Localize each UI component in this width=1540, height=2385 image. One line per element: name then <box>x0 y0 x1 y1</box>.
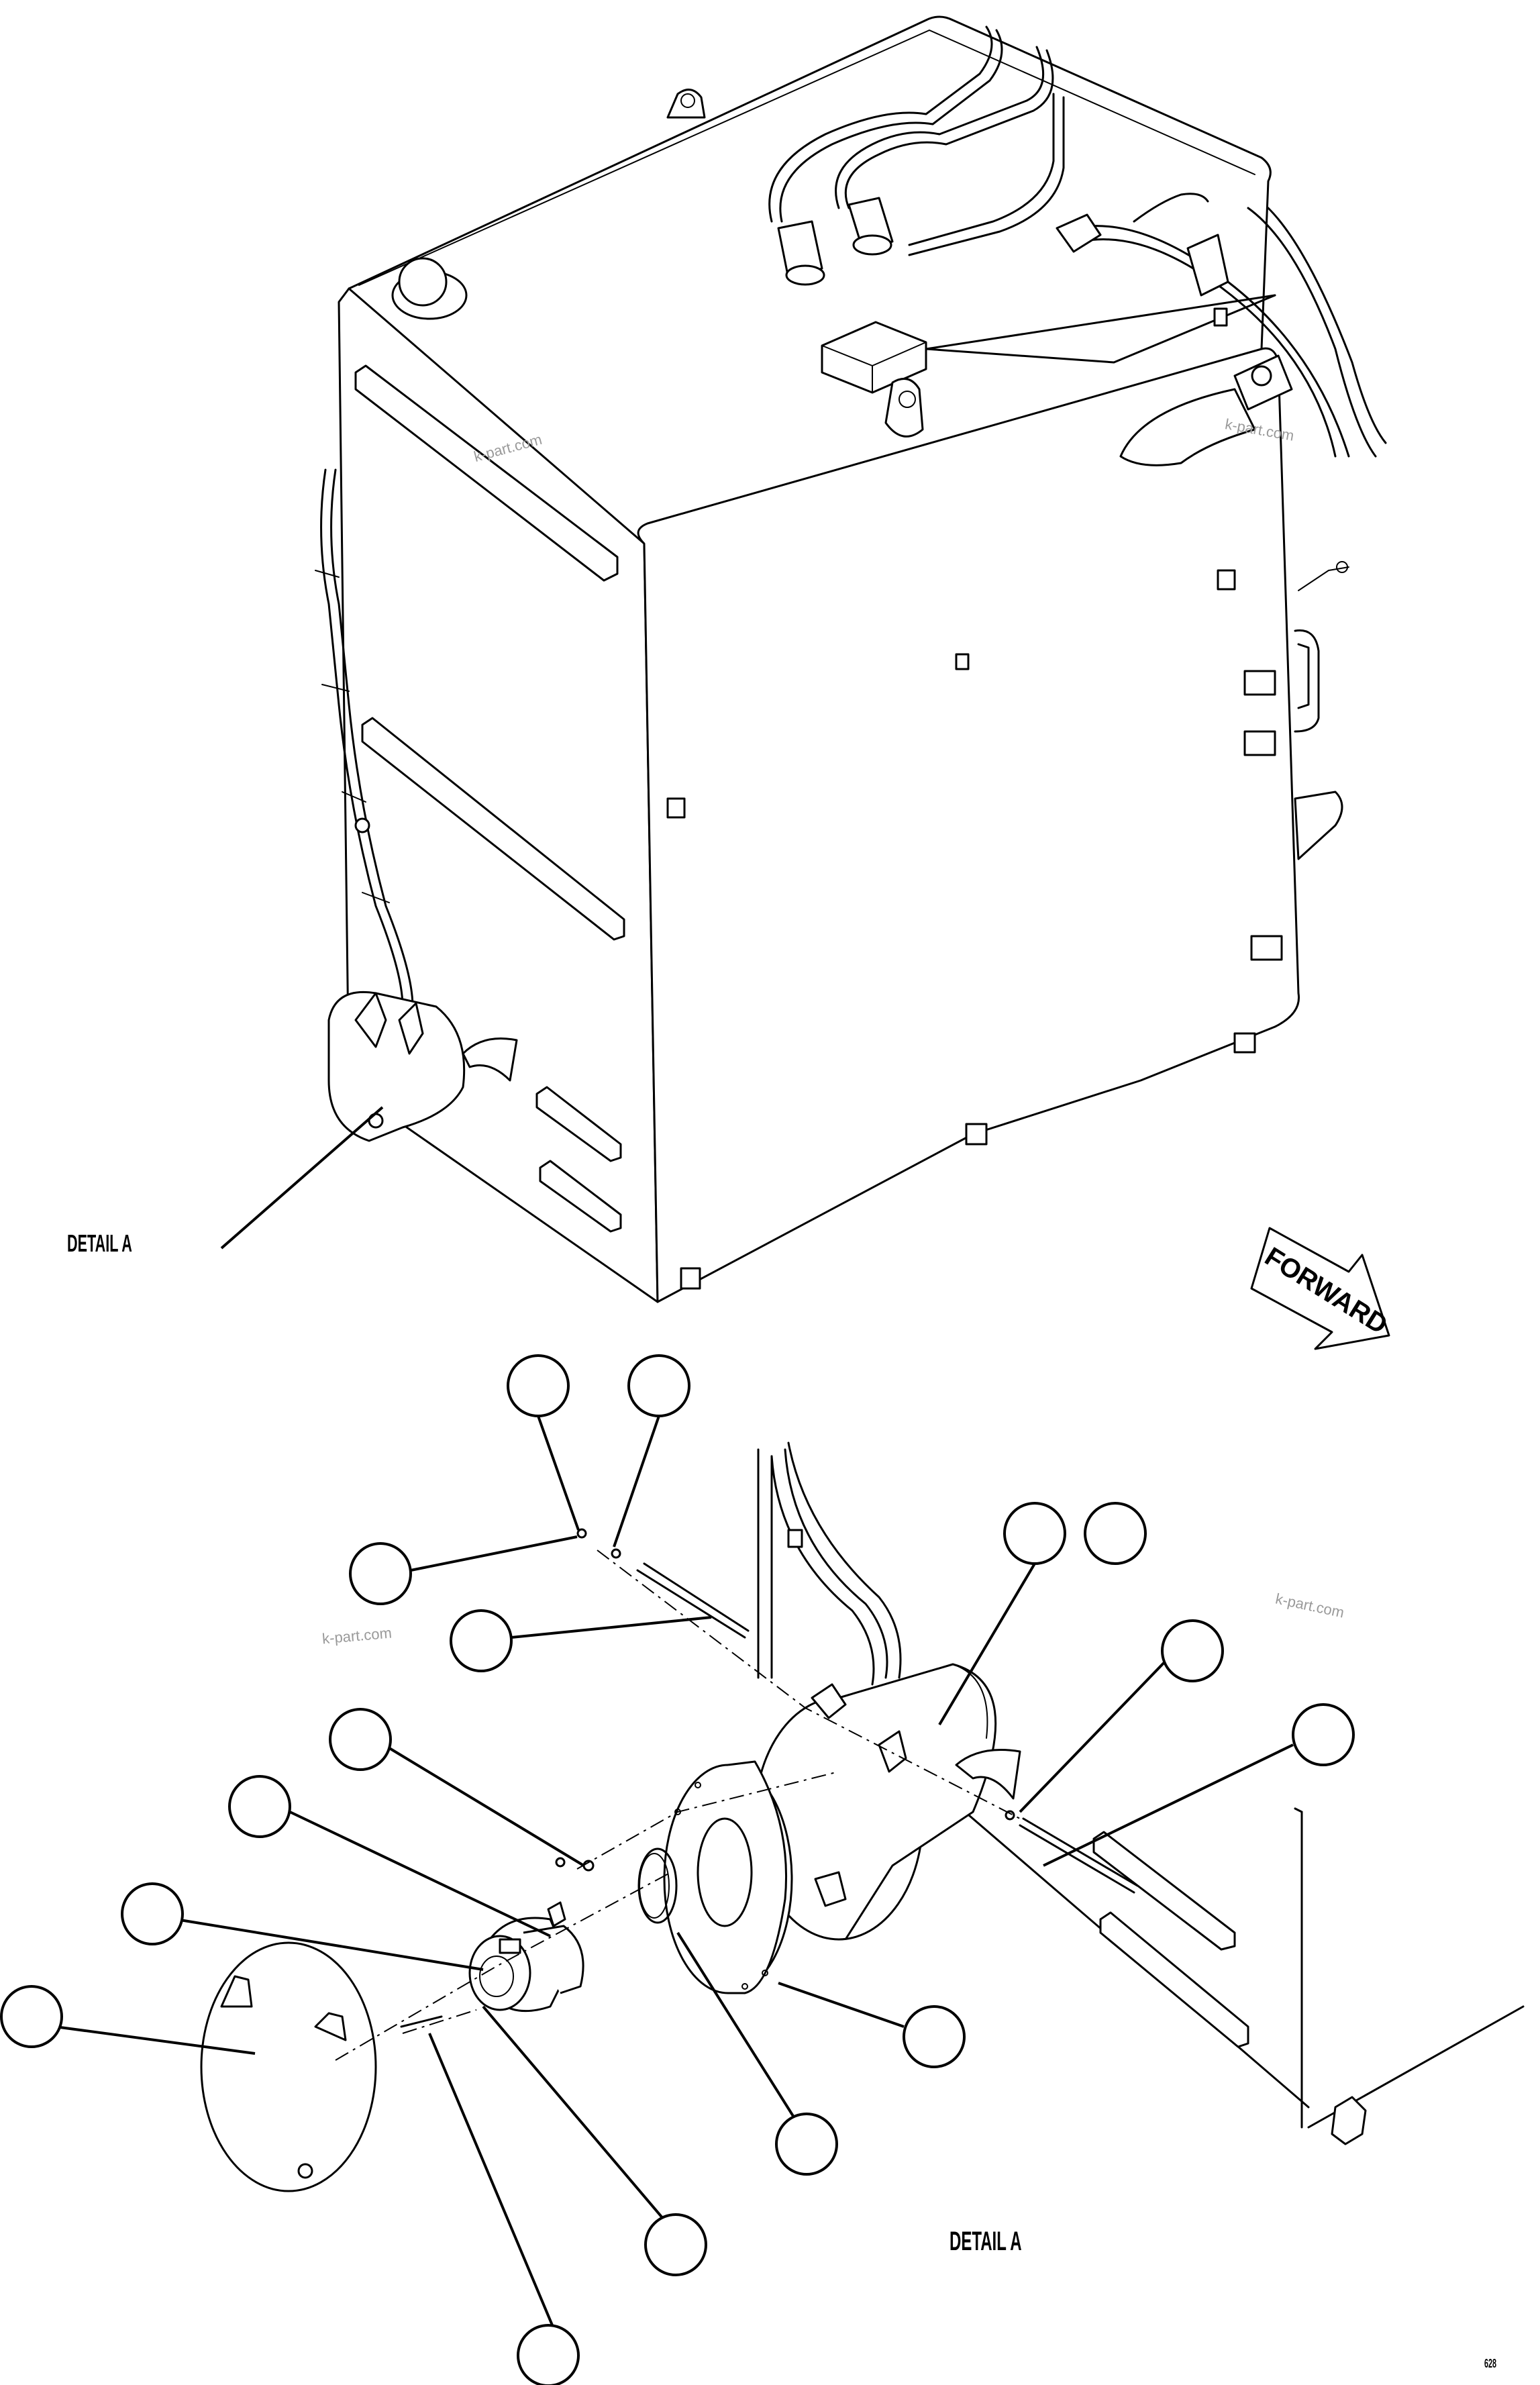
o-ring <box>637 1847 678 1924</box>
lifting-eye <box>666 89 706 119</box>
filler-cap <box>391 257 468 320</box>
shield-cover <box>200 1941 377 2192</box>
assembly-centerlines <box>335 1550 1021 2061</box>
side-rib-upper <box>354 364 619 582</box>
rib-detail-1 <box>1092 1831 1236 1951</box>
callout-15 <box>644 2213 707 2276</box>
side-rib-middle <box>361 717 625 941</box>
hose-fitting-1 <box>777 220 825 286</box>
hose-fitting-2 <box>848 197 894 256</box>
callout-13 <box>903 2005 966 2068</box>
mounting-pads <box>666 307 1283 1290</box>
detail-a-label-top: DETAIL A <box>67 1229 132 1257</box>
forward-arrow: FORWARD <box>1250 1227 1392 1350</box>
callout-5 <box>329 1708 392 1771</box>
side-hoses <box>315 468 414 1008</box>
shield-housing <box>754 1663 1021 1941</box>
valve-block <box>1233 354 1293 411</box>
callout-9 <box>1003 1502 1066 1565</box>
motor-body <box>468 1917 584 2013</box>
leader-lines <box>54 1106 1294 2356</box>
front-lifting-eye <box>884 377 924 438</box>
side-bracket <box>1119 388 1256 466</box>
callout-8 <box>0 1985 63 2048</box>
side-handle <box>1294 629 1320 733</box>
callout-14 <box>775 2113 838 2176</box>
figure-number: 628 <box>1484 2357 1497 2370</box>
hoses <box>768 26 1387 458</box>
side-rib-lower-2 <box>539 1160 622 1233</box>
callout-7 <box>121 1882 184 1945</box>
callout-12 <box>1292 1703 1355 1766</box>
callout-2 <box>627 1354 690 1417</box>
callout-1 <box>507 1354 570 1417</box>
callout-11 <box>1161 1619 1224 1682</box>
side-rib-lower-1 <box>535 1086 622 1162</box>
elbow-fitting <box>1056 213 1102 253</box>
junction-block <box>821 321 927 394</box>
fasteners <box>400 1528 1139 2028</box>
hydraulic-tank <box>338 15 1300 1303</box>
detail-a-label-bottom: DETAIL A <box>949 2227 1022 2256</box>
callout-16 <box>517 2324 580 2385</box>
rib-detail-2 <box>1099 1911 1249 2048</box>
rear-bracket <box>1294 791 1343 860</box>
hose-clamp <box>1186 234 1229 297</box>
detail-a-hoses <box>770 1441 902 1686</box>
callout-3 <box>349 1542 412 1605</box>
flange-plate <box>663 1760 793 1994</box>
sensor-wire <box>1298 561 1349 591</box>
callout-4 <box>450 1609 513 1672</box>
callout-10 <box>1084 1502 1147 1565</box>
callout-6 <box>228 1775 291 1838</box>
tank-shield-detail <box>327 991 518 1142</box>
